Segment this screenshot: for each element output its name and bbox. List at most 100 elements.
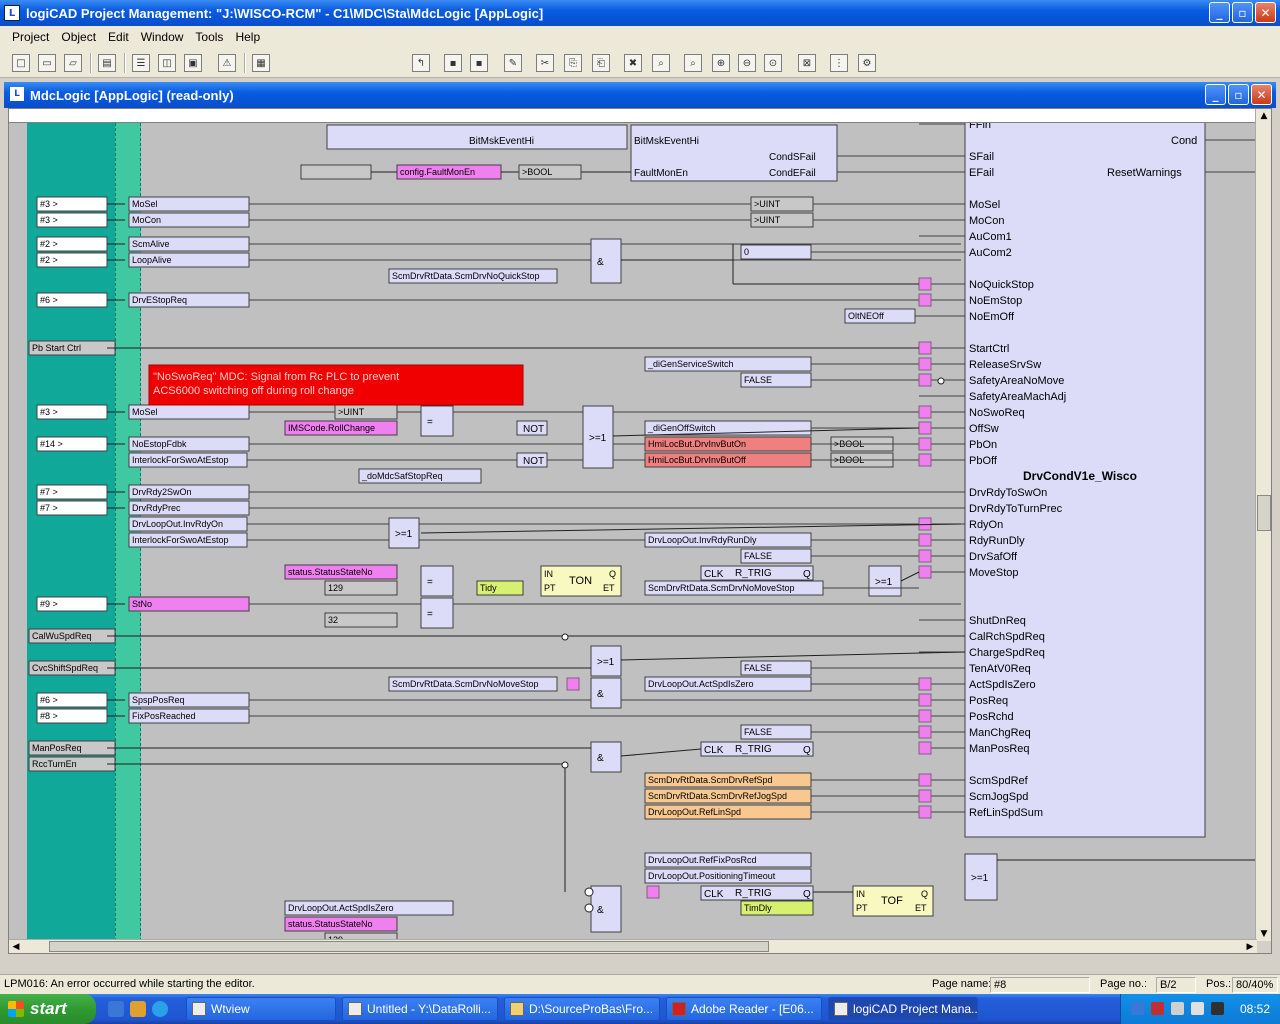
quicklaunch-app-icon[interactable] [130,1001,146,1017]
scroll-down-arrow[interactable]: ▼ [1260,929,1268,939]
drvcond-pin: ScmJogSpd [969,791,1028,803]
document-close-button[interactable]: ✕ [1251,84,1272,105]
drvcond-pin: AuCom2 [969,247,1012,259]
folder-icon[interactable]: ▱ [64,54,82,72]
network-icon[interactable] [1131,1002,1144,1015]
delete-icon[interactable]: ✖ [624,54,642,72]
menu-tools[interactable]: Tools [195,30,224,44]
tools-icon[interactable]: ⚙ [858,54,876,72]
save-all-icon[interactable]: ▪ [470,54,488,72]
document-maximize-button[interactable]: ▫ [1228,84,1249,105]
new-icon[interactable]: □ [12,54,30,72]
connector-mark [918,549,932,563]
layout-icon[interactable]: ▦ [252,54,270,72]
document-minimize-button[interactable]: _ [1205,84,1226,105]
vertical-scroll-thumb[interactable] [1257,495,1271,531]
drvcond-out-pin: ResetWarnings [1107,167,1182,179]
scroll-right-arrow[interactable]: ▶ [1246,941,1254,952]
connector-mark [918,725,932,739]
logic-gate [388,517,420,549]
volume-icon[interactable] [1171,1002,1184,1015]
system-tray: 08:52 [1120,994,1280,1024]
menu-bar: Project Object Edit Window Tools Help [0,26,1280,48]
security-icon[interactable] [1151,1002,1164,1015]
cut-icon[interactable]: ✂ [536,54,554,72]
right-input-text: FALSE [744,551,772,561]
edit-icon[interactable]: ✎ [504,54,522,72]
right-input-text: ScmDrvRtData.ScmDrvRefJogSpd [648,791,787,801]
task-adobe-reader[interactable]: Adobe Reader - [E06... [666,997,822,1021]
properties-icon[interactable]: ▤ [98,54,116,72]
gate-symbol: >=1 [597,657,615,668]
vertical-scrollbar[interactable]: ▲ ▼ [1255,109,1271,941]
start-button[interactable]: start [0,994,96,1024]
mid-input-text: DrvLoopOut.ActSpdIsZero [288,903,394,913]
connector-mark [918,357,932,371]
zoom-fit-icon[interactable]: ⊙ [764,54,782,72]
task-explorer[interactable]: D:\SourceProBas\Fro... [504,997,660,1021]
horizontal-scrollbar[interactable]: ◀ ▶ [9,939,1257,953]
input-label-text: #7 > [40,487,58,497]
menu-object[interactable]: Object [61,30,97,44]
drvcond-pin: NoSwoReq [969,407,1025,419]
open-icon[interactable]: ▭ [38,54,56,72]
connector-mark [918,293,932,307]
mid-input-text: config.FaultMonEn [400,167,475,177]
junction-dot [561,633,569,641]
fit-page-icon[interactable]: ⊠ [798,54,816,72]
timer-pin: PT [856,903,868,913]
negation-dot [584,903,594,913]
variable-box-text: LoopAlive [132,255,172,265]
warning-icon[interactable]: ⚠ [218,54,236,72]
right-input-text: ScmDrvRtData.ScmDrvNoMoveStop [648,583,795,593]
scroll-left-arrow[interactable]: ◀ [12,941,20,952]
converter-block-text: >UINT [754,199,781,209]
drvcond-pin: EFail [969,167,994,179]
fbd-canvas[interactable]: #3 >#3 >#2 >#2 >#6 >Pb Start Ctrl#3 >#14… [9,123,1257,941]
input-label-text: #2 > [40,255,58,265]
task-wtview[interactable]: Wtview [186,997,336,1021]
task-logicad[interactable]: logiCAD Project Mana... [828,997,978,1021]
save-icon[interactable]: ▪ [444,54,462,72]
cascade-icon[interactable]: ▣ [184,54,202,72]
menu-window[interactable]: Window [140,30,184,44]
fbd-diagram[interactable]: #3 >#3 >#2 >#2 >#6 >Pb Start Ctrl#3 >#14… [9,123,1257,941]
task-untitled[interactable]: Untitled - Y:\DataRolli... [342,997,498,1021]
maximize-button[interactable]: ▫ [1232,2,1253,23]
parent-folder-icon[interactable]: ↰ [412,54,430,72]
tile-vertical-icon[interactable]: ◫ [158,54,176,72]
zoom-in-icon[interactable]: ⊕ [712,54,730,72]
menu-help[interactable]: Help [235,30,261,44]
mid-input-text: 129 [328,583,343,593]
paste-icon[interactable]: ⎗ [592,54,610,72]
close-button[interactable]: ✕ [1255,2,1276,23]
variable-box-text: DrvEStopReq [132,295,187,305]
copy-icon[interactable]: ⎘ [564,54,582,72]
ie-icon[interactable] [152,1001,168,1017]
grid-icon[interactable]: ⋮ [830,54,848,72]
horizontal-scroll-thumb[interactable] [49,941,769,952]
variable-box-text: ScmAlive [132,239,170,249]
tray-app-icon[interactable] [1211,1002,1224,1015]
converter-block [518,164,582,180]
desktop-icon[interactable] [108,1001,124,1017]
minimize-button[interactable]: _ [1209,2,1230,23]
zoom-out-icon[interactable]: ⊖ [738,54,756,72]
xml-icon[interactable] [1191,1002,1204,1015]
connector-mark [918,405,932,419]
zoom-icon[interactable]: ⌕ [684,54,702,72]
variable-box-text: FixPosReached [132,711,196,721]
menu-project[interactable]: Project [12,30,50,44]
tile-horizontal-icon[interactable]: ☰ [132,54,150,72]
document-icon: L [10,87,24,101]
drvcond-pin: PbOff [969,455,998,467]
find-icon[interactable]: ⌕ [652,54,670,72]
logic-gate [420,597,454,629]
connector-mark [918,517,932,531]
scroll-up-arrow[interactable]: ▲ [1260,111,1268,121]
right-input-text: 0 [744,247,749,257]
variable-box-text: StNo [132,599,152,609]
mid-input [388,676,558,692]
menu-edit[interactable]: Edit [108,30,129,44]
drvcond-pin: StartCtrl [969,343,1009,355]
